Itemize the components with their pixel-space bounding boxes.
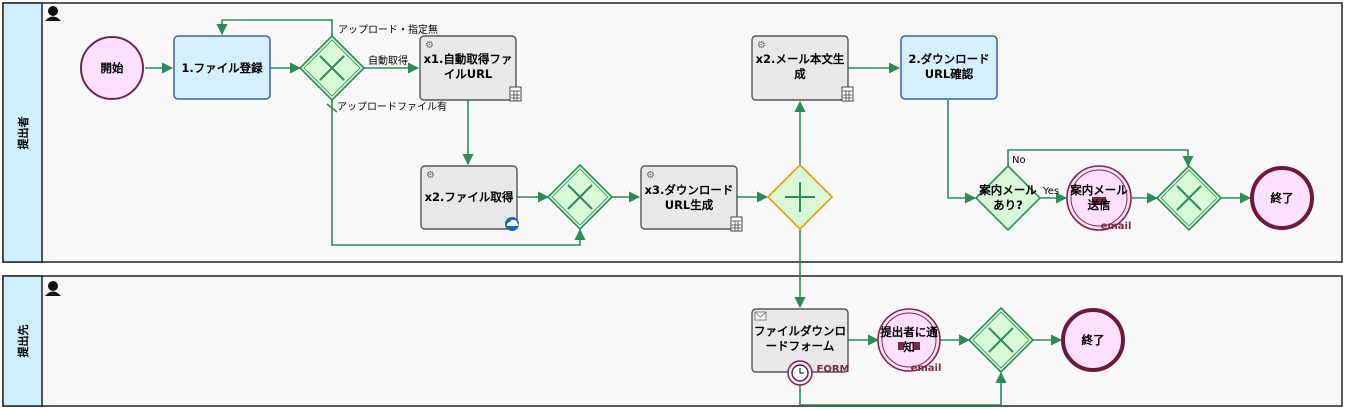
svg-text:あり?: あり? — [993, 198, 1023, 212]
svg-text:email: email — [911, 363, 942, 374]
task-file-get[interactable]: ⚙ x2.ファイル取得 — [420, 165, 519, 231]
exclusive-gateway-5[interactable] — [967, 306, 1035, 374]
svg-text:URL生成: URL生成 — [665, 198, 714, 212]
exclusive-gateway-1[interactable] — [298, 34, 366, 102]
event-notify-submitter[interactable]: 提出者に通 知 email — [877, 308, 942, 374]
svg-text:FORM: FORM — [817, 364, 850, 375]
task-download-url-generate[interactable]: ⚙ x3.ダウンロード URL生成 — [640, 165, 743, 232]
edge-tform-gw5-timer — [799, 371, 1007, 406]
gear-icon: ⚙ — [646, 170, 655, 181]
timer-icon[interactable] — [787, 360, 813, 386]
calculator-icon — [730, 216, 743, 232]
edge-gwguide-no — [1007, 149, 1194, 168]
task-file-register[interactable]: 1.ファイル登録 — [173, 35, 271, 100]
svg-text:x3.ダウンロード: x3.ダウンロード — [645, 183, 734, 197]
task-auto-get-url[interactable]: ⚙ x1.自動取得ファ イルURL — [419, 35, 522, 102]
cloud-icon — [505, 217, 519, 231]
svg-text:開始: 開始 — [101, 61, 124, 75]
task-file-download-form[interactable]: ファイルダウンロ ードフォーム FORM — [751, 308, 850, 386]
gear-icon: ⚙ — [757, 40, 766, 51]
edge-gw1-gw2 — [331, 98, 586, 246]
svg-text:URL確認: URL確認 — [925, 67, 974, 81]
edge-gw1-t1-loop — [216, 19, 333, 38]
task-download-url-confirm[interactable]: 2.ダウンロード URL確認 — [900, 35, 998, 100]
start-event[interactable]: 開始 — [80, 36, 144, 100]
lane-title-recipient: 提出先 — [16, 325, 30, 358]
edge-label-yes: Yes — [1042, 186, 1059, 197]
svg-text:イルURL: イルURL — [444, 67, 493, 81]
default-flow-marker — [326, 103, 338, 113]
exclusive-gateway-4[interactable] — [1155, 164, 1223, 232]
exclusive-gateway-guide-mail[interactable]: 案内メール あり? — [974, 164, 1042, 232]
exclusive-gateway-2[interactable] — [546, 163, 614, 231]
calculator-icon — [841, 86, 854, 102]
person-icon — [45, 6, 61, 21]
calculator-icon — [509, 86, 522, 102]
svg-text:案内メール: 案内メール — [978, 183, 1037, 197]
svg-text:知: 知 — [902, 340, 915, 354]
svg-text:終了: 終了 — [1271, 191, 1294, 205]
envelope-icon — [898, 342, 904, 350]
envelope-icon — [754, 311, 767, 321]
edge-label-no: No — [1012, 155, 1026, 166]
event-send-guide-mail[interactable]: 案内メール 送信 email — [1066, 165, 1132, 232]
svg-text:終了: 終了 — [1082, 333, 1105, 347]
svg-text:2.ダウンロード: 2.ダウンロード — [908, 52, 989, 66]
gear-icon: ⚙ — [425, 40, 434, 51]
envelope-icon — [914, 342, 920, 350]
svg-text:案内メール: 案内メール — [1069, 183, 1128, 197]
edge-label-upload-file: アップロードファイル有 — [337, 100, 447, 113]
svg-text:x2.メール本文生: x2.メール本文生 — [756, 52, 845, 66]
svg-text:x2.ファイル取得: x2.ファイル取得 — [425, 190, 514, 204]
end-event-2[interactable]: 終了 — [1061, 308, 1125, 372]
edge-t2dl-gwguide — [947, 100, 977, 204]
svg-text:提出者に通: 提出者に通 — [880, 325, 938, 339]
task-mail-body-generate[interactable]: ⚙ x2.メール本文生 成 — [751, 35, 854, 102]
svg-text:x1.自動取得ファ: x1.自動取得ファ — [424, 52, 513, 66]
svg-text:成: 成 — [794, 67, 806, 81]
edge-label-upload-none: アップロード・指定無 — [338, 23, 438, 36]
edge-label-auto-get: 自動取得 — [368, 54, 408, 67]
end-event-1[interactable]: 終了 — [1250, 166, 1314, 230]
lane-recipient[interactable]: 提出先 — [2, 275, 1343, 407]
envelope-icon — [1092, 197, 1106, 205]
parallel-gateway[interactable] — [766, 163, 834, 231]
svg-text:ードフォーム: ードフォーム — [766, 339, 835, 353]
svg-text:1.ファイル登録: 1.ファイル登録 — [181, 61, 263, 75]
gear-icon: ⚙ — [426, 170, 435, 181]
svg-text:email: email — [1101, 221, 1132, 232]
lane-title-submitter: 提出者 — [16, 117, 30, 150]
svg-text:ファイルダウンロ: ファイルダウンロ — [754, 324, 846, 338]
svg-text:送信: 送信 — [1087, 198, 1111, 212]
person-icon — [45, 281, 61, 296]
